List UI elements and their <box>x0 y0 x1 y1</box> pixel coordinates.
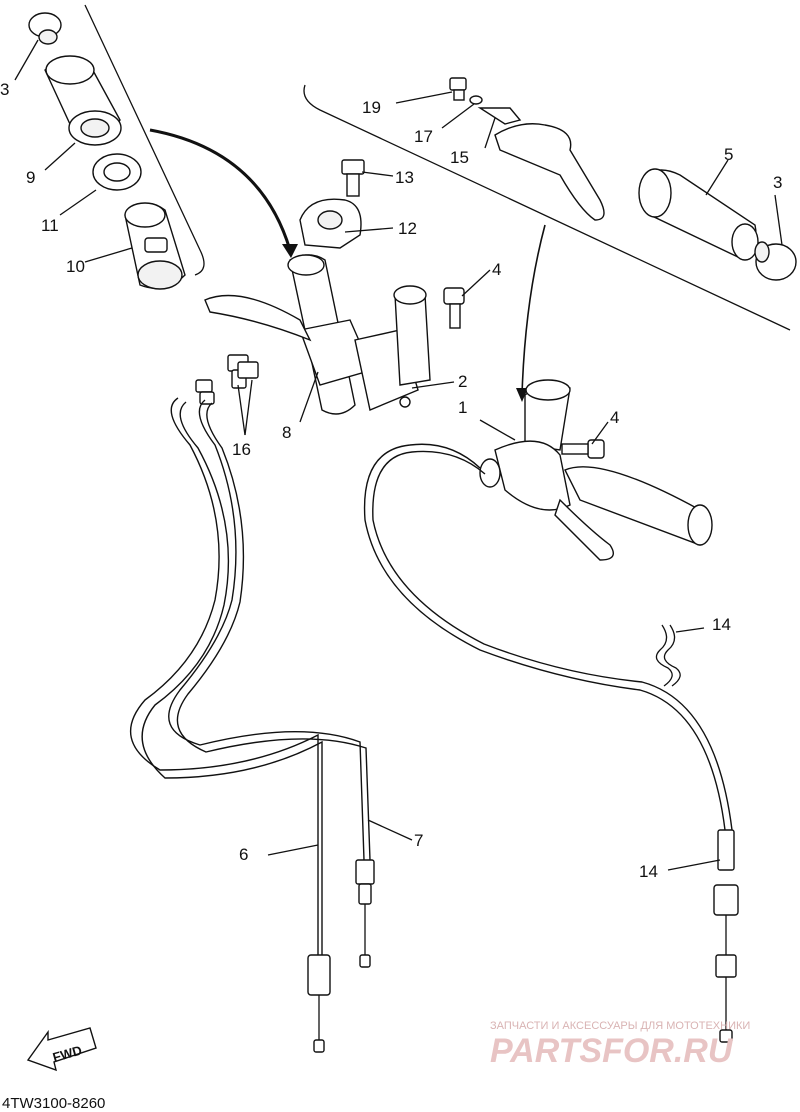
clutch-lever-holder <box>479 379 713 561</box>
callout-7: 10 <box>66 257 85 276</box>
left-group-outline <box>84 4 205 276</box>
throttle-cable-end-12 <box>307 954 331 1053</box>
callout-8: 11 <box>41 216 59 235</box>
callout-labels: 3 9 11 10 13 12 4 2 8 16 19 17 15 5 3 1 … <box>0 80 782 881</box>
grip-end-cap-left <box>28 12 62 45</box>
arrow-left-to-throttle <box>149 128 292 251</box>
callout-9: 12 <box>398 219 417 238</box>
throttle-cables <box>129 397 371 955</box>
throttle-sleeve <box>124 202 186 290</box>
callout-12: 6 <box>239 845 248 864</box>
left-grip <box>44 55 122 146</box>
throttle-housing-cap <box>299 198 362 249</box>
bolt-4-right <box>561 439 605 459</box>
callout-3-left: 3 <box>0 80 9 99</box>
grip-end-cap-right <box>754 241 797 281</box>
callout-14: 16 <box>232 440 251 459</box>
throttle-assembly <box>204 254 431 415</box>
fwd-direction-badge: FWD <box>26 1027 97 1072</box>
cable-adjusters <box>195 354 259 405</box>
callout-6: 9 <box>26 168 35 187</box>
watermark-tagline: ЗАПЧАСТИ И АКСЕССУАРЫ ДЛЯ МОТОТЕХНИКИ <box>490 1020 750 1032</box>
arrow-head-left <box>282 244 298 258</box>
callout-18: 19 <box>362 98 381 117</box>
bolt-11 <box>341 159 365 197</box>
callout-2: 2 <box>458 372 467 391</box>
leader-lines <box>14 39 783 871</box>
bolt-4-left <box>443 287 465 329</box>
right-grip <box>638 168 759 261</box>
callout-17: 15 <box>450 148 469 167</box>
callout-15: 14 <box>639 862 658 881</box>
lever-bolt-18 <box>449 77 467 101</box>
callout-10: 8 <box>282 423 291 442</box>
callout-1: 1 <box>458 398 467 417</box>
throttle-cable-end-13 <box>355 859 375 968</box>
arrow-head-right <box>516 388 528 402</box>
callout-11: 13 <box>395 168 414 187</box>
callout-19: 17 <box>414 127 433 146</box>
arrow-right-to-lever <box>521 224 546 396</box>
watermark-brand: PARTSFOR.RU <box>490 1032 734 1070</box>
callout-13: 7 <box>414 831 423 850</box>
clutch-cable-end-15 <box>713 829 739 1043</box>
callout-4-left: 4 <box>492 260 501 279</box>
drawing-code: 4TW3100-8260 <box>2 1095 105 1112</box>
clutch-cable <box>363 443 733 831</box>
washer <box>92 153 142 191</box>
callout-3-right: 3 <box>773 173 782 192</box>
callout-4-right: 4 <box>610 408 619 427</box>
callout-16: 14 <box>712 615 731 634</box>
right-group-outline <box>303 84 791 331</box>
callout-5: 5 <box>724 145 733 164</box>
cable-clamp-16 <box>655 624 681 687</box>
circlip-19 <box>469 95 483 105</box>
lever-17 <box>477 107 605 221</box>
